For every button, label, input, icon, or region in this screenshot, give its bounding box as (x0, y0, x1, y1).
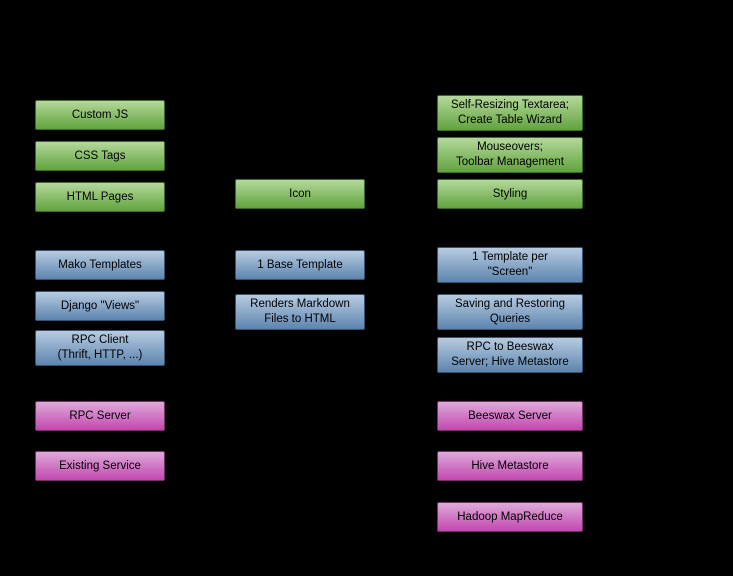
diagram-box-django-views: Django "Views" (35, 291, 165, 321)
diagram-box-html-pages: HTML Pages (35, 182, 165, 212)
diagram-box-css-tags: CSS Tags (35, 141, 165, 171)
diagram-box-rpc-client: RPC Client (Thrift, HTTP, ...) (35, 330, 165, 366)
diagram-box-existing-service: Existing Service (35, 451, 165, 481)
diagram-box-mako-templates: Mako Templates (35, 250, 165, 280)
diagram-box-rpc-server: RPC Server (35, 401, 165, 431)
diagram-box-hadoop-mapreduce: Hadoop MapReduce (437, 502, 583, 532)
diagram-box-hive-metastore: Hive Metastore (437, 451, 583, 481)
diagram-box-styling: Styling (437, 179, 583, 209)
diagram-box-beeswax-server: Beeswax Server (437, 401, 583, 431)
diagram-box-base-template: 1 Base Template (235, 250, 365, 280)
diagram-box-saving-restoring-queries: Saving and Restoring Queries (437, 294, 583, 330)
diagram-box-renders-markdown: Renders Markdown Files to HTML (235, 294, 365, 330)
diagram-box-custom-js: Custom JS (35, 100, 165, 130)
diagram-box-rpc-to-beeswax: RPC to Beeswax Server; Hive Metastore (437, 337, 583, 373)
diagram-box-template-per-screen: 1 Template per "Screen" (437, 247, 583, 283)
diagram-box-icon: Icon (235, 179, 365, 209)
diagram-box-mouseovers: Mouseovers; Toolbar Management (437, 137, 583, 173)
diagram-box-self-resizing-textarea: Self-Resizing Textarea; Create Table Wiz… (437, 95, 583, 131)
